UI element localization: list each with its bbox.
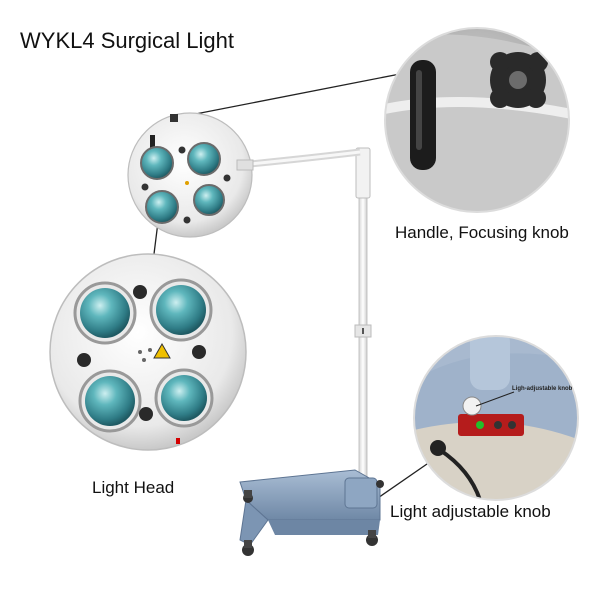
caption-handle-focusing-knob: Handle, Focusing knob: [395, 223, 569, 242]
lamp-head-large: [49, 253, 247, 451]
caption-light-head: Light Head: [92, 478, 175, 497]
handle-focusing-knob-inset: [384, 27, 570, 213]
stand-pole: [249, 147, 372, 491]
stand-base: [239, 469, 384, 556]
inset-knob-label: Ligh-adjustable knob: [512, 386, 573, 392]
caption-light-adjustable-knob: Light adjustable knob: [390, 502, 551, 521]
light-adjustable-knob-inset: [413, 335, 579, 501]
lamp-head-small: [127, 112, 254, 238]
page-title: WYKL4 Surgical Light: [20, 28, 234, 53]
callout-line-handle: [174, 73, 401, 119]
